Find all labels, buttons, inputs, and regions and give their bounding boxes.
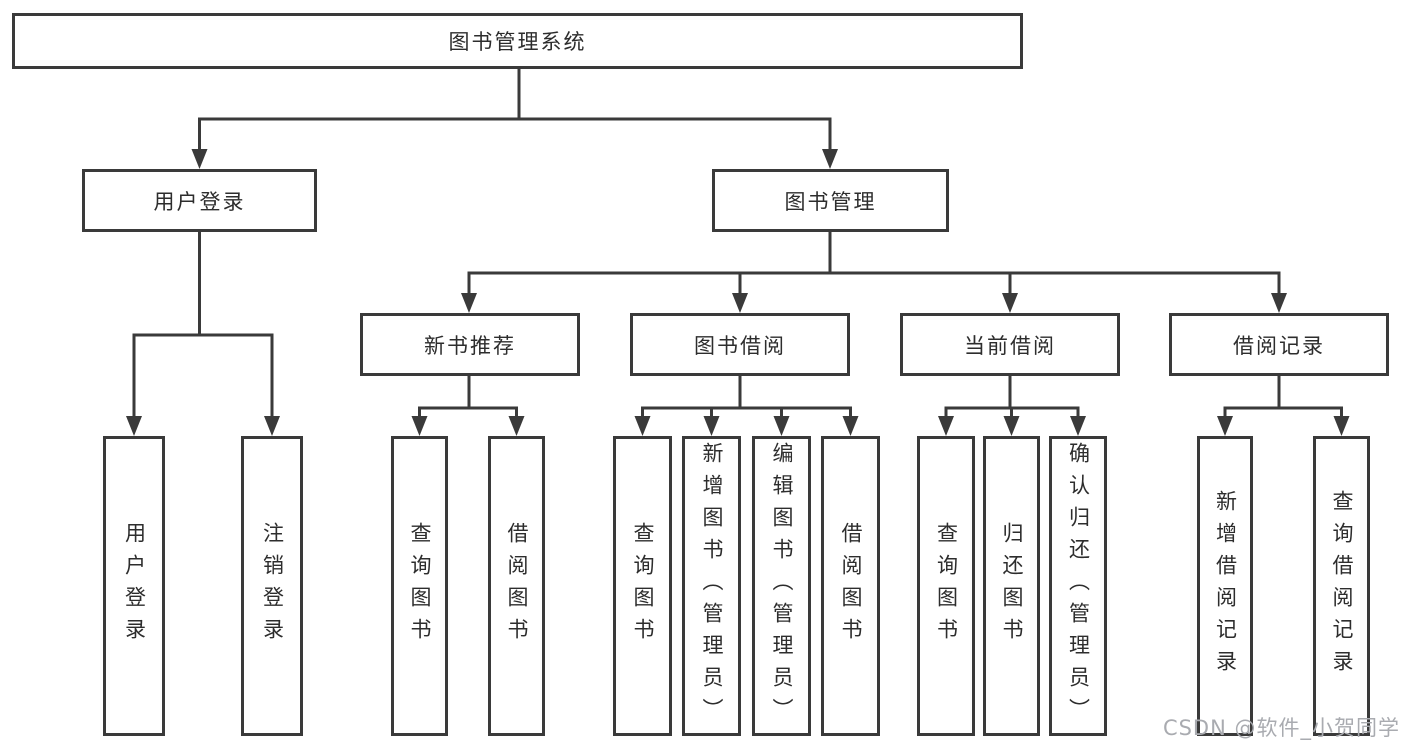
leaf-borrow-book-recommend: 借阅图书 — [488, 436, 545, 736]
arrowhead-icon — [126, 416, 142, 436]
arrowhead-icon — [411, 416, 428, 436]
arrowhead-icon — [842, 416, 859, 436]
node-label: 注销登录 — [260, 522, 285, 650]
node-current-borrow: 当前借阅 — [900, 313, 1120, 376]
node-label: 确认归还（管理员） — [1066, 442, 1091, 730]
leaf-add-borrow-record: 新增借阅记录 — [1197, 436, 1253, 736]
leaf-add-book-admin: 新增图书（管理员） — [682, 436, 741, 736]
node-book-borrow: 图书借阅 — [630, 313, 850, 376]
leaf-confirm-return-admin: 确认归还（管理员） — [1049, 436, 1107, 736]
arrowhead-icon — [1271, 293, 1287, 313]
arrowhead-icon — [634, 416, 651, 436]
node-label: 查询图书 — [408, 522, 432, 650]
arrowhead-icon — [938, 416, 954, 436]
node-label: 图书管理系统 — [448, 30, 587, 54]
arrowhead-icon — [508, 416, 525, 436]
arrowhead-icon — [732, 293, 748, 313]
connector-level1-rail — [198, 117, 832, 150]
arrowhead-icon — [461, 293, 477, 313]
arrowhead-icon — [822, 149, 838, 169]
connector-records-rail — [1223, 406, 1343, 420]
node-label: 借阅图书 — [505, 522, 529, 650]
leaf-query-borrow-record: 查询借阅记录 — [1313, 436, 1370, 736]
node-library-management-system: 图书管理系统 — [12, 13, 1023, 69]
node-label: 用户登录 — [153, 189, 246, 214]
arrowhead-icon — [703, 416, 720, 436]
node-label: 图书借阅 — [694, 333, 786, 358]
node-label: 借阅记录 — [1233, 333, 1325, 358]
connector-user-login-rail — [132, 333, 274, 418]
node-label: 用户登录 — [122, 522, 147, 650]
node-label: 新增图书（管理员） — [700, 442, 724, 730]
node-label: 归还图书 — [1000, 522, 1024, 650]
node-label: 查询图书 — [631, 522, 655, 650]
leaf-query-book-current: 查询图书 — [917, 436, 975, 736]
node-book-management: 图书管理 — [712, 169, 949, 232]
leaf-return-book: 归还图书 — [983, 436, 1040, 736]
arrowhead-icon — [264, 416, 280, 436]
leaf-user-login: 用户登录 — [103, 436, 165, 736]
node-label: 查询借阅记录 — [1330, 490, 1354, 682]
node-new-book-recommend: 新书推荐 — [360, 313, 580, 376]
connector-borrow-rail — [641, 406, 852, 420]
node-user-login: 用户登录 — [82, 169, 317, 232]
leaf-borrow-book: 借阅图书 — [821, 436, 880, 736]
node-label: 图书管理 — [784, 189, 877, 214]
csdn-watermark: CSDN @软件_小贺同学 — [1162, 716, 1400, 740]
connector-newbook-rail — [418, 406, 518, 420]
node-label: 新增借阅记录 — [1213, 490, 1238, 682]
connector-level2-rail — [467, 271, 1281, 295]
leaf-logout: 注销登录 — [241, 436, 303, 736]
arrowhead-icon — [1070, 416, 1086, 436]
arrowhead-icon — [1217, 416, 1233, 436]
arrowhead-icon — [1002, 293, 1018, 313]
node-label: 借阅图书 — [839, 522, 863, 650]
arrowhead-icon — [1333, 416, 1350, 436]
leaf-query-book-borrow: 查询图书 — [613, 436, 672, 736]
arrowhead-icon — [773, 416, 790, 436]
node-label: 当前借阅 — [964, 333, 1056, 358]
leaf-query-book-recommend: 查询图书 — [391, 436, 448, 736]
node-label: 新书推荐 — [424, 333, 516, 358]
arrowhead-icon — [1003, 416, 1020, 436]
node-label: 编辑图书（管理员） — [770, 442, 794, 730]
leaf-edit-book-admin: 编辑图书（管理员） — [752, 436, 811, 736]
arrowhead-icon — [191, 149, 208, 169]
node-borrow-records: 借阅记录 — [1169, 313, 1389, 376]
node-label: 查询图书 — [934, 522, 959, 650]
